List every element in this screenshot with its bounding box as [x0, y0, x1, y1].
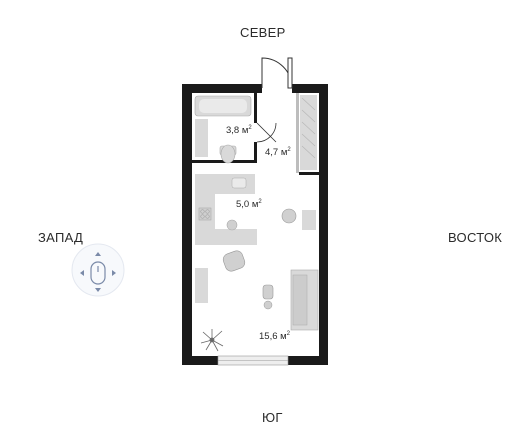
shelf	[195, 268, 208, 303]
wardrobe	[300, 95, 317, 170]
toilet	[219, 144, 237, 164]
plant-icon	[200, 329, 224, 352]
room-area-bathroom: 3,8 м2	[226, 125, 252, 137]
compass-east-label: ВОСТОК	[448, 230, 503, 245]
room-area-living: 15,6 м2	[259, 331, 291, 343]
bath-vanity	[195, 119, 208, 157]
floor-lamp	[262, 284, 274, 310]
mouse-scroll-icon	[71, 243, 125, 297]
bar-table	[195, 229, 257, 245]
compass-west-label: ЗАПАД	[38, 230, 84, 245]
compass-north-label: СЕВЕР	[240, 25, 286, 40]
room-area-kitchen: 5,0 м2	[236, 199, 262, 211]
bar-stools	[226, 219, 238, 231]
kitchen-counter	[195, 174, 255, 229]
window	[217, 355, 289, 366]
compass-south-label: ЮГ	[262, 410, 283, 425]
entrance-door	[261, 57, 293, 89]
sofa	[290, 269, 319, 331]
room-area-hallway: 4,7 м2	[265, 147, 291, 159]
bathtub	[194, 95, 252, 117]
bathroom-door	[256, 122, 277, 143]
armchair	[222, 250, 246, 272]
desk-chair	[281, 208, 316, 230]
